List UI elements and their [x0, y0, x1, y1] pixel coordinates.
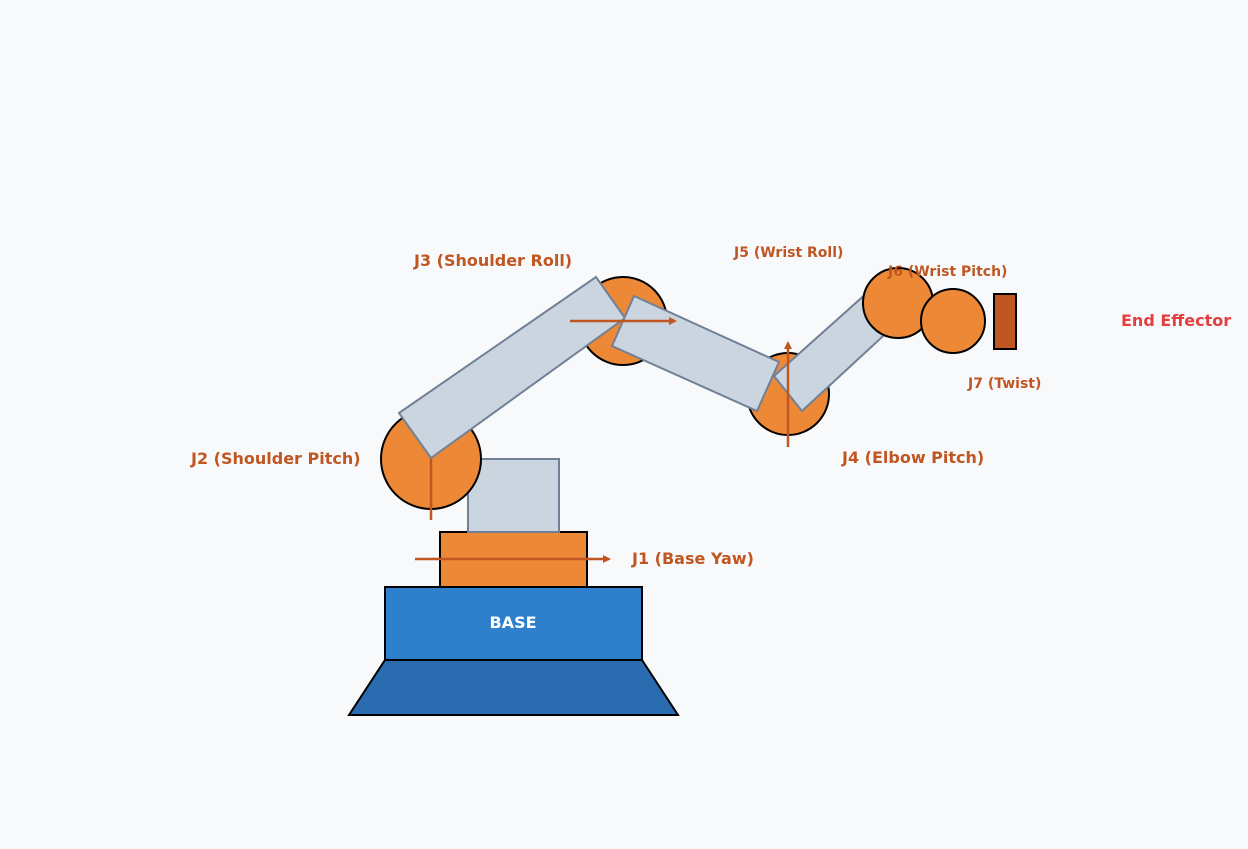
base-block	[384, 586, 643, 661]
j7-joint	[920, 288, 986, 354]
forearm-link	[610, 294, 781, 413]
base-label: BASE	[489, 613, 536, 632]
end-effector-label: End Effector	[1121, 311, 1231, 330]
shoulder-column	[467, 458, 560, 533]
end-effector-block	[993, 293, 1017, 350]
j7-label: J7 (Twist)	[967, 376, 1041, 392]
base-foot	[347, 659, 680, 716]
upper-arm-link	[397, 275, 627, 460]
j3-label: J3 (Shoulder Roll)	[413, 251, 572, 270]
j1-label: J1 (Base Yaw)	[631, 549, 754, 568]
j6-label: J6 (Wrist Pitch)	[887, 264, 1007, 280]
j4-label: J4 (Elbow Pitch)	[841, 448, 984, 467]
j5-label: J5 (Wrist Roll)	[733, 245, 843, 261]
j2-label: J2 (Shoulder Pitch)	[190, 449, 361, 468]
